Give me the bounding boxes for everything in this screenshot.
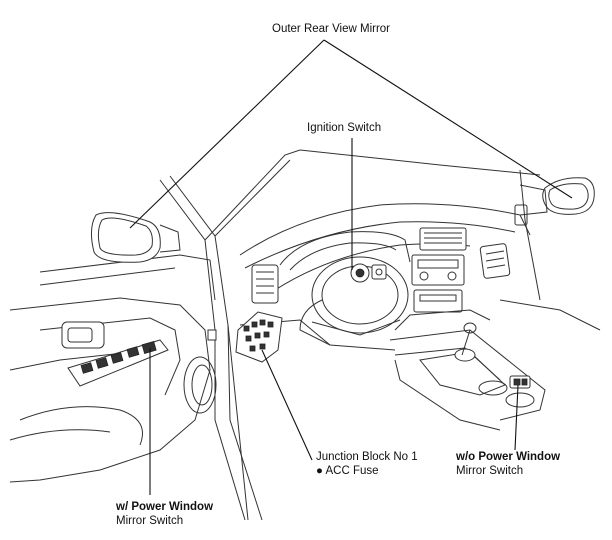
label-w-power-window: w/ Power Window Mirror Switch bbox=[116, 500, 213, 528]
label-ignition-switch: Ignition Switch bbox=[307, 122, 382, 134]
w-power-window-mirror-switch: Mirror Switch bbox=[116, 515, 184, 527]
wo-power-window-mirror-switch: Mirror Switch bbox=[456, 465, 524, 477]
leader-lines bbox=[129, 39, 573, 495]
leader-mirror-left bbox=[129, 39, 325, 229]
label-junction-block: Junction Block No 1 ● ACC Fuse bbox=[316, 450, 418, 478]
label-outer-rear-view-mirror: Outer Rear View Mirror bbox=[272, 23, 391, 35]
left-door bbox=[9, 254, 217, 483]
junction-block-acc-fuse: ● ACC Fuse bbox=[316, 465, 379, 477]
label-wo-power-window: w/o Power Window Mirror Switch bbox=[456, 450, 560, 478]
leader-junction-block bbox=[261, 349, 313, 461]
right-outer-mirror bbox=[519, 169, 595, 301]
wo-power-window-title: w/o Power Window bbox=[456, 451, 561, 463]
leader-mirror-right bbox=[323, 39, 573, 199]
junction-block-title: Junction Block No 1 bbox=[316, 451, 418, 463]
w-power-window-title: w/ Power Window bbox=[116, 501, 214, 513]
a-pillar bbox=[159, 149, 541, 521]
left-outer-mirror bbox=[90, 212, 181, 263]
junction-block bbox=[235, 311, 283, 363]
leader-mirror-switch-center bbox=[514, 384, 519, 451]
center-console bbox=[389, 299, 601, 431]
dashboard bbox=[239, 203, 531, 351]
